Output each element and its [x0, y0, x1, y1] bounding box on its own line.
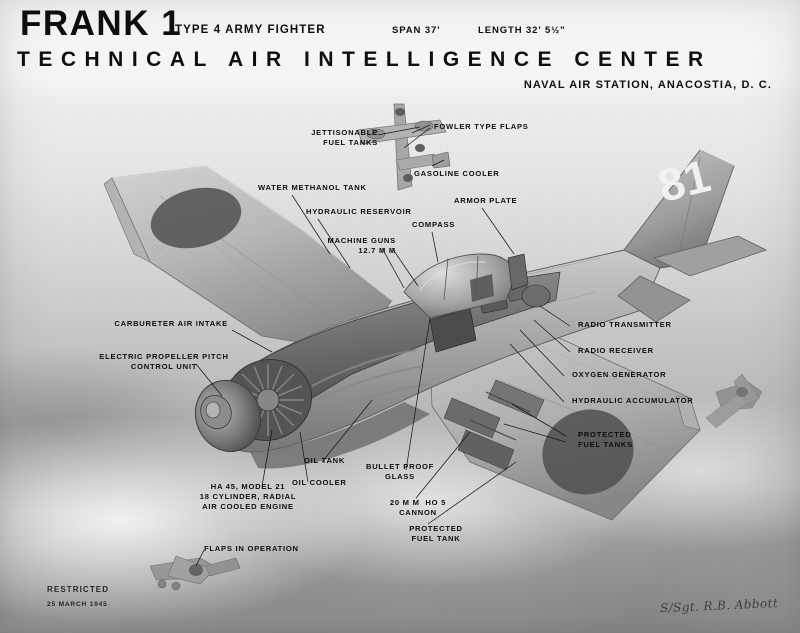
- callout-electric-propeller-pitch-control-unit: ELECTRIC PROPELLER PITCH CONTROL UNIT: [99, 352, 229, 371]
- callout-protected-fuel-tanks: PROTECTED FUEL TANKS: [578, 430, 633, 449]
- callout-gasoline-cooler: GASOLINE COOLER: [414, 169, 500, 178]
- type-designation: TYPE 4 ARMY FIGHTER: [175, 24, 326, 36]
- callout-radio-receiver: RADIO RECEIVER: [578, 346, 654, 355]
- callout-oil-tank: OIL TANK: [304, 456, 346, 465]
- page-title: FRANK 1: [20, 4, 183, 43]
- callout-radio-transmitter: RADIO TRANSMITTER: [578, 320, 672, 329]
- classification-stamp: RESTRICTED: [47, 585, 110, 594]
- organization-location: NAVAL AIR STATION, ANACOSTIA, D. C.: [523, 79, 772, 91]
- callout-cannon: 20 M M HO 5 CANNON: [389, 498, 447, 517]
- armor-plate-body: [507, 253, 529, 291]
- callout-engine: HA 45, MODEL 21 18 CYLINDER, RADIAL AIR …: [199, 482, 297, 511]
- engine-cowling: [194, 380, 262, 452]
- callout-hydraulic-accumulator: HYDRAULIC ACCUMULATOR: [572, 396, 694, 405]
- callout-oil-cooler: OIL COOLER: [292, 478, 347, 487]
- tail-number-text: 81: [653, 149, 715, 212]
- callout-compass: COMPASS: [412, 220, 456, 229]
- callout-jettisonable-fuel-tanks: JETTISONABLE FUEL TANKS: [311, 128, 378, 147]
- callout-water-methanol-tank: WATER METHANOL TANK: [258, 183, 367, 192]
- inset-flaps-in-operation: [149, 555, 241, 591]
- callout-machine-guns: MACHINE GUNS 12.7 M M: [327, 236, 396, 255]
- tail-assembly: 81: [617, 149, 768, 323]
- background-aircraft: [705, 373, 763, 429]
- callout-bullet-proof-glass: BULLET PROOF GLASS: [365, 462, 435, 481]
- length-spec: LENGTH 32' 5½": [478, 25, 566, 36]
- propeller-spinner: [205, 401, 221, 419]
- organization-title: TECHNICAL AIR INTELLIGENCE CENTER: [17, 48, 712, 71]
- date-stamp: 25 MARCH 1945: [47, 601, 108, 608]
- span-spec: SPAN 37': [392, 25, 441, 36]
- title-band: [0, 0, 800, 104]
- callout-flaps-in-operation: FLAPS IN OPERATION: [204, 544, 299, 553]
- port-wing: [103, 165, 393, 353]
- callout-armor-plate: ARMOR PLATE: [454, 196, 518, 205]
- callout-oxygen-generator: OXYGEN GENERATOR: [572, 370, 667, 379]
- callout-hydraulic-reservoir: HYDRAULIC RESERVOIR: [306, 207, 412, 216]
- callout-carbureter-air-intake: CARBURETER AIR INTAKE: [114, 319, 228, 328]
- callout-fowler-type-flaps: FOWLER TYPE FLAPS: [434, 122, 529, 131]
- canopy: [403, 253, 529, 319]
- callout-protected-fuel-tank: PROTECTED FUEL TANK: [409, 524, 463, 543]
- hinomaru-roundel-port: [150, 187, 242, 249]
